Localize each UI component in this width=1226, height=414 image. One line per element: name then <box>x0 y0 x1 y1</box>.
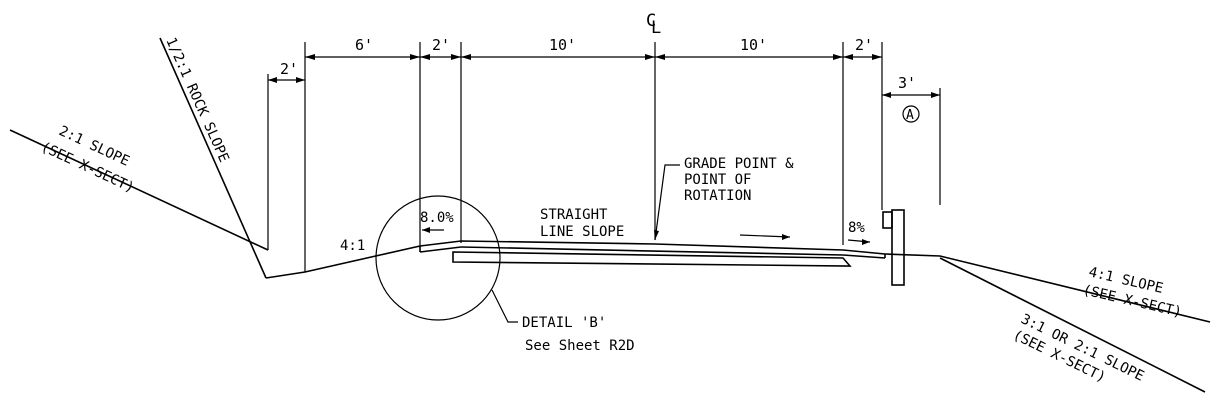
right-slope-arrow <box>739 234 791 238</box>
callout-a-label: A <box>906 108 914 123</box>
dim-left-2: 2' <box>280 60 298 78</box>
detail-b-callout: DETAIL 'B' See Sheet R2D <box>375 195 635 354</box>
left-shoulder-bottom <box>419 246 462 253</box>
detail-b-sheet: See Sheet R2D <box>525 338 635 354</box>
straight-line-label-1: STRAIGHT <box>540 207 608 223</box>
base-course <box>452 251 852 267</box>
detail-b-title: DETAIL 'B' <box>522 315 606 331</box>
right-shoulder-bottom <box>842 254 886 259</box>
dim-lane-right-10: 10' <box>740 36 767 54</box>
dim-curb-left-2: 2' <box>432 36 450 54</box>
dim-right-3: 3' <box>898 74 916 92</box>
dim-lane-left-10: 10' <box>549 36 576 54</box>
guardrail <box>882 209 905 286</box>
dimension-arrowheads <box>305 54 882 60</box>
dimension-lines <box>267 42 941 272</box>
guardrail-post <box>891 209 905 286</box>
grade-point-label-2: POINT OF <box>684 172 751 188</box>
grade-point-leader <box>654 164 680 241</box>
ditch-arrowheads <box>268 77 305 83</box>
right-slope-3to1 <box>939 257 1206 393</box>
dim-shoulder-right-2: 2' <box>855 36 873 54</box>
left-slope-line <box>9 129 269 251</box>
right-percent-label: 8% <box>848 220 865 236</box>
dim-left-6: 6' <box>355 36 373 54</box>
dimension-labels: 2' 6' 2' 10' 10' 2' 3' <box>280 36 916 92</box>
guardrail-block <box>882 211 893 229</box>
centerline-symbol: C L <box>646 11 661 38</box>
detail-b-leader <box>491 289 518 323</box>
rock-slope-line <box>159 37 267 279</box>
pavement-bottom <box>460 246 844 256</box>
centerline-l: L <box>651 18 661 38</box>
detail-b-circle <box>375 195 501 321</box>
centerline-c: C <box>646 11 656 31</box>
slope-arrows <box>422 227 871 245</box>
left-percent-label: 8.0% <box>420 210 454 226</box>
pavement-section <box>419 240 886 267</box>
grade-point-label-1: GRADE POINT & <box>684 156 794 172</box>
slope-labels: 1/2:1 ROCK SLOPE 2:1 SLOPE (SEE X-SECT) … <box>38 35 1183 386</box>
pavement-surface <box>419 240 886 255</box>
grade-point-label-3: ROTATION <box>684 188 751 204</box>
foreslope-label: 4:1 <box>340 238 365 254</box>
rock-slope-label: 1/2:1 ROCK SLOPE <box>162 35 231 165</box>
callout-a: A <box>902 105 920 123</box>
straight-line-label-2: LINE SLOPE <box>540 224 624 240</box>
ditch-foreslope <box>265 245 421 279</box>
